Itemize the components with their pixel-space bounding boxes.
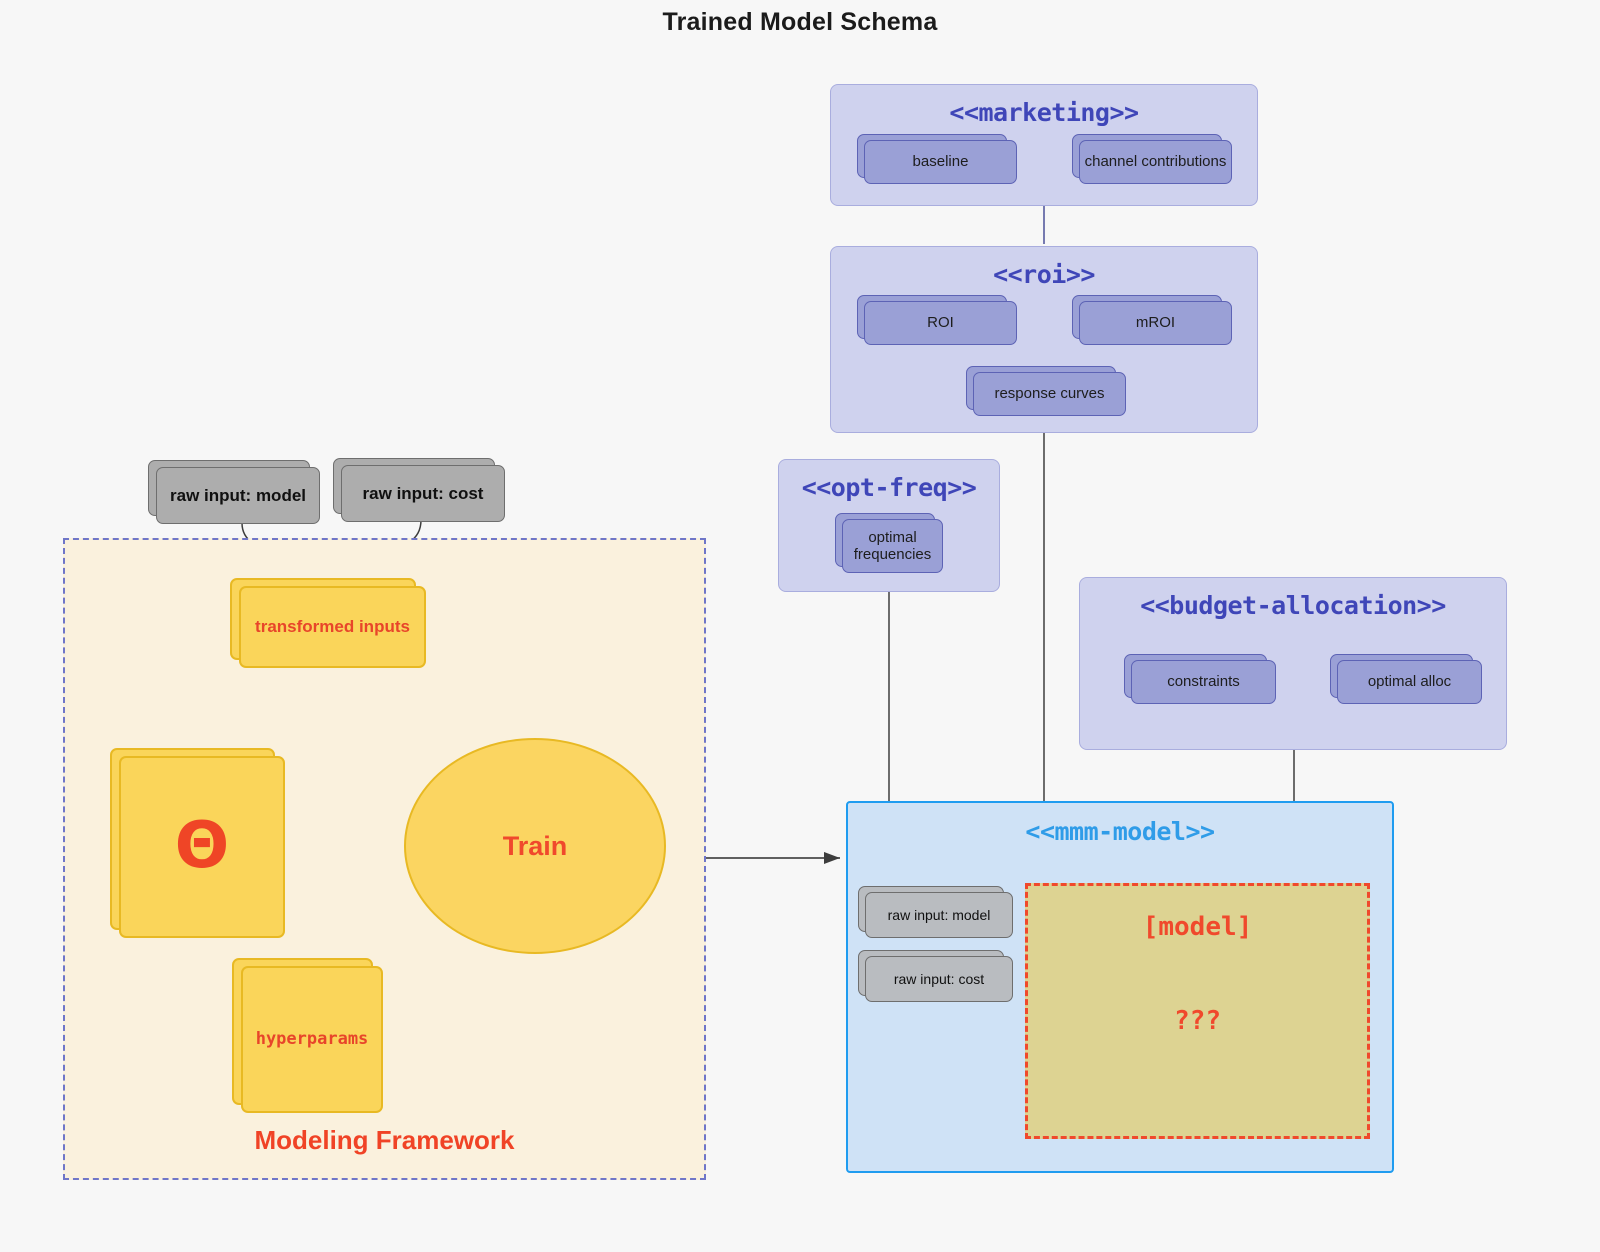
- node-optimal-frequencies-line2: frequencies: [853, 546, 932, 563]
- node-mroi-label: mROI: [1079, 301, 1232, 345]
- hyperparams-label: hyperparams: [241, 966, 383, 1113]
- node-optimal-alloc[interactable]: optimal alloc: [1330, 654, 1482, 704]
- modeling-framework-label: Modeling Framework: [254, 1125, 515, 1155]
- node-optimal-frequencies[interactable]: optimal frequencies: [835, 513, 943, 573]
- node-mmm-raw-input-model-label: raw input: model: [865, 892, 1013, 938]
- node-constraints-label: constraints: [1131, 660, 1276, 704]
- node-roi-label: ROI: [864, 301, 1017, 345]
- theta-card[interactable]: Θ: [110, 748, 285, 938]
- raw-input-model-label: raw input: model: [156, 467, 320, 524]
- theta-symbol-icon: Θ: [174, 809, 230, 883]
- page-title: Trained Model Schema: [662, 8, 938, 36]
- package-mmm-model-title: <<mmm-model>>: [1025, 817, 1215, 846]
- package-budget-allocation-title: <<budget-allocation>>: [1140, 591, 1446, 620]
- package-marketing-title: <<marketing>>: [949, 98, 1139, 127]
- train-label: Train: [502, 830, 568, 861]
- hyperparams-card[interactable]: hyperparams: [232, 958, 383, 1113]
- node-roi[interactable]: ROI: [857, 295, 1017, 345]
- raw-input-cost-card[interactable]: raw input: cost: [333, 458, 505, 522]
- node-optimal-alloc-label: optimal alloc: [1337, 660, 1482, 704]
- model-placeholder-box[interactable]: [model] ???: [1025, 883, 1370, 1139]
- theta-card-face: Θ: [119, 756, 285, 938]
- node-mmm-raw-input-model[interactable]: raw input: model: [858, 886, 1013, 938]
- node-mmm-raw-input-cost-label: raw input: cost: [865, 956, 1013, 1002]
- node-constraints[interactable]: constraints: [1124, 654, 1276, 704]
- node-baseline[interactable]: baseline: [857, 134, 1017, 184]
- node-channel-contributions-label: channel contributions: [1079, 140, 1232, 184]
- node-baseline-label: baseline: [864, 140, 1017, 184]
- node-optimal-frequencies-label: optimal frequencies: [842, 519, 943, 573]
- node-optimal-frequencies-line1: optimal: [868, 528, 917, 546]
- node-response-curves[interactable]: response curves: [966, 366, 1126, 416]
- package-roi-title: <<roi>>: [993, 260, 1095, 289]
- train-activity[interactable]: Train: [404, 738, 666, 954]
- model-placeholder-title: [model]: [1142, 912, 1253, 942]
- raw-input-model-card[interactable]: raw input: model: [148, 460, 320, 524]
- transformed-inputs-label: transformed inputs: [239, 586, 426, 668]
- node-mroi[interactable]: mROI: [1072, 295, 1232, 345]
- raw-input-cost-label: raw input: cost: [341, 465, 505, 522]
- transformed-inputs-card[interactable]: transformed inputs: [230, 578, 426, 668]
- package-opt-freq-title: <<opt-freq>>: [801, 473, 977, 502]
- model-placeholder-unknown: ???: [1174, 1006, 1221, 1036]
- node-channel-contributions[interactable]: channel contributions: [1072, 134, 1232, 184]
- node-response-curves-label: response curves: [973, 372, 1126, 416]
- node-mmm-raw-input-cost[interactable]: raw input: cost: [858, 950, 1013, 1002]
